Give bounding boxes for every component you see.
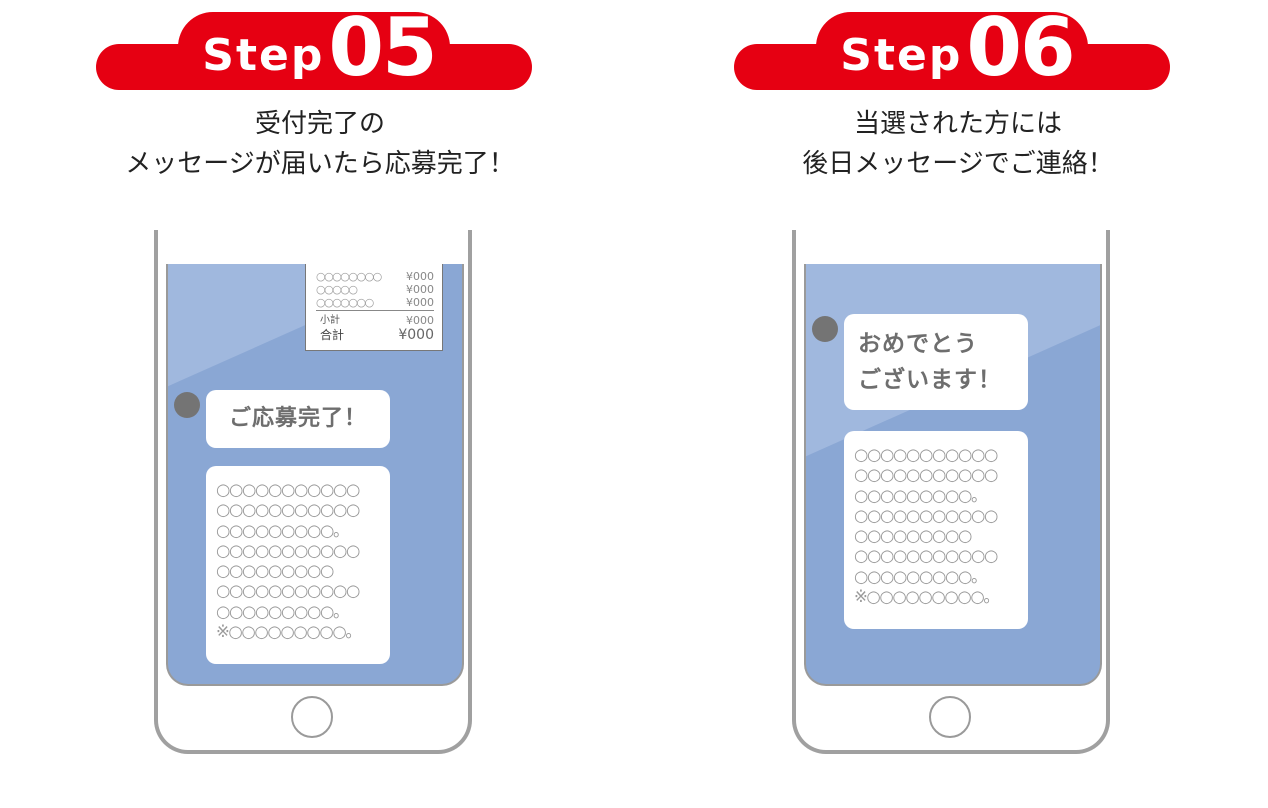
phone-screen: おめでとう ございます！ ○○○○○○○○○○○ ○○○○○○○○○○○ ○○○… <box>804 264 1102 686</box>
step-badge: Step 05 <box>96 1 532 94</box>
message-line: ○○○○○○○○○。 <box>216 601 349 621</box>
message-line: ○○○○○○○○○。 <box>854 566 987 586</box>
chat-bubble-title: ご応募完了！ <box>206 390 390 448</box>
badge-number: 05 <box>328 1 437 94</box>
step-06-panel: Step 06 当選された方には 後日メッセージでご連絡！ おめでとう ございま… <box>638 0 1268 808</box>
message-line: ○○○○○○○○○○○ <box>854 546 998 566</box>
message-line: ○○○○○○○○○○○ <box>854 465 998 485</box>
chat-bubble-title: おめでとう ございます！ <box>844 314 1028 410</box>
message-line: ○○○○○○○○○○○ <box>216 480 360 499</box>
caption-line-2: 後日メッセージでご連絡！ <box>802 149 1114 179</box>
bubble-line-2: ございます！ <box>858 367 1002 393</box>
receipt: ○○○○○○○○ ¥000 ○○○○○ ¥000 ○○○○○○○ ¥000 小計… <box>305 264 443 351</box>
receipt-subtotal: 小計 ¥000 <box>320 314 434 327</box>
home-button-icon <box>291 696 333 738</box>
receipt-item: ○○○○○ ¥000 <box>316 283 434 296</box>
phone-screen: ○○○○○○○○ ¥000 ○○○○○ ¥000 ○○○○○○○ ¥000 小計… <box>166 264 464 686</box>
badge-word: Step <box>202 30 325 81</box>
receipt-total: 合計 ¥000 <box>320 327 434 343</box>
badge-label: Step 05 <box>184 1 454 94</box>
message-line: ○○○○○○○○○。 <box>216 520 349 540</box>
message-line: ○○○○○○○○○○○ <box>216 500 360 520</box>
step-05-panel: Step 05 受付完了の メッセージが届いたら応募完了！ ○○○○○○○○ ¥… <box>60 1 580 758</box>
message-line: ○○○○○○○○○ <box>854 526 972 546</box>
step-caption: 受付完了の メッセージが届いたら応募完了！ <box>60 104 580 184</box>
receipt-item: ○○○○○○○○ ¥000 <box>316 270 434 283</box>
badge-word: Step <box>840 30 963 81</box>
receipt-item: ○○○○○○○ ¥000 <box>316 296 434 309</box>
smartphone-illustration: おめでとう ございます！ ○○○○○○○○○○○ ○○○○○○○○○○○ ○○○… <box>792 230 1110 758</box>
sender-avatar <box>174 392 200 418</box>
caption-line-2: メッセージが届いたら応募完了！ <box>125 149 515 179</box>
message-line: ○○○○○○○○○。 <box>854 485 987 505</box>
home-button-icon <box>929 696 971 738</box>
sender-avatar <box>812 316 838 342</box>
chat-message-body: ○○○○○○○○○○○ ○○○○○○○○○○○ ○○○○○○○○○。 ○○○○○… <box>844 431 1028 629</box>
message-line: ○○○○○○○○○ <box>216 561 334 581</box>
step-badge: Step 06 <box>734 1 1170 94</box>
receipt-divider <box>316 310 434 311</box>
smartphone-illustration: ○○○○○○○○ ¥000 ○○○○○ ¥000 ○○○○○○○ ¥000 小計… <box>154 230 472 758</box>
message-line: ※○○○○○○○○○。 <box>216 622 362 642</box>
badge-bump <box>178 12 450 82</box>
step-caption: 当選された方には 後日メッセージでご連絡！ <box>698 104 1218 184</box>
message-line: ※○○○○○○○○○。 <box>854 587 1000 607</box>
bubble-line-1: おめでとう <box>858 331 978 357</box>
chat-message-body: ○○○○○○○○○○○ ○○○○○○○○○○○ ○○○○○○○○○。 ○○○○○… <box>206 466 390 664</box>
message-line: ○○○○○○○○○○○ <box>216 540 360 560</box>
caption-line-1: 当選された方には <box>853 109 1062 139</box>
message-line: ○○○○○○○○○○○ <box>854 445 998 464</box>
badge-label: Step 06 <box>822 1 1092 94</box>
message-line: ○○○○○○○○○○○ <box>854 505 998 525</box>
message-line: ○○○○○○○○○○○ <box>216 581 360 601</box>
badge-number: 06 <box>966 1 1075 94</box>
caption-line-1: 受付完了の <box>254 109 385 139</box>
badge-bump <box>816 12 1088 82</box>
